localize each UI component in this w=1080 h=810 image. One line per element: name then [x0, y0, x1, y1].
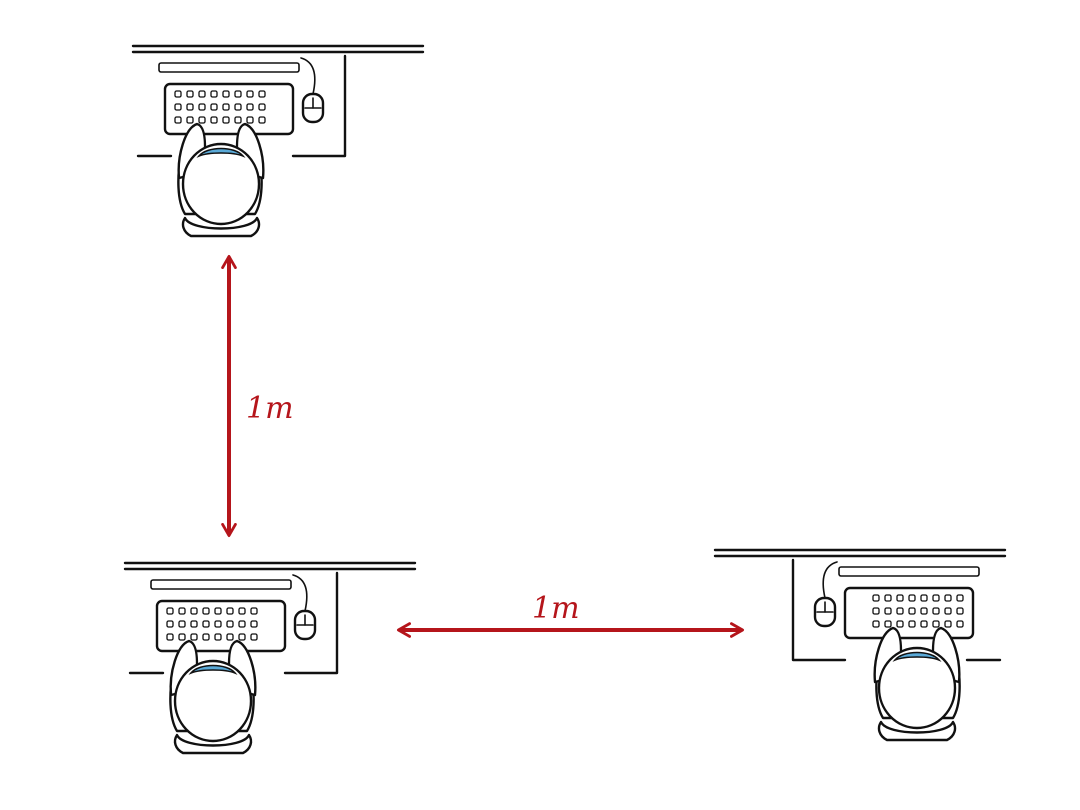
vertical-distance-label: 1m — [246, 391, 294, 426]
horizontal-distance-label: 1m — [532, 591, 580, 626]
desk-with-person-icon — [131, 44, 425, 238]
workstation-bottom-right — [713, 548, 1007, 742]
workstation-top-left — [131, 44, 425, 238]
desk-with-person-icon — [123, 561, 417, 755]
desk-with-person-icon — [713, 548, 1007, 742]
workstation-bottom-left — [123, 561, 417, 755]
horizontal-measurement: 1m — [397, 591, 744, 638]
vertical-measurement: 1m — [221, 254, 294, 537]
